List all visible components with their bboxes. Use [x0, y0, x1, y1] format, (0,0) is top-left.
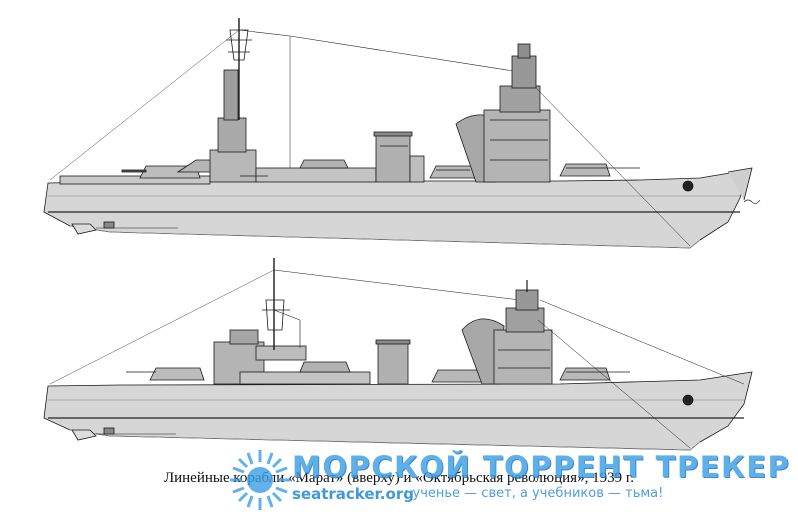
- ship-marat: [43, 18, 761, 249]
- figure-caption: Линейные корабли «Марат» (вверху) и «Окт…: [163, 470, 635, 486]
- watermark-tagline: : ученье — свет, а учебников — тьма!: [404, 486, 664, 501]
- watermark-title: МОРСКОЙ ТОРРЕНТ ТРЕКЕР: [292, 450, 791, 484]
- sun-icon: [230, 450, 290, 510]
- watermark-site: seatracker.org: [292, 485, 414, 503]
- ship-oktyabrskaya-revolutsiya: [43, 258, 753, 451]
- watermark: МОРСКОЙ ТОРРЕНТ ТРЕКЕР seatracker.org : …: [228, 448, 791, 514]
- ship-drawings: [43, 18, 761, 451]
